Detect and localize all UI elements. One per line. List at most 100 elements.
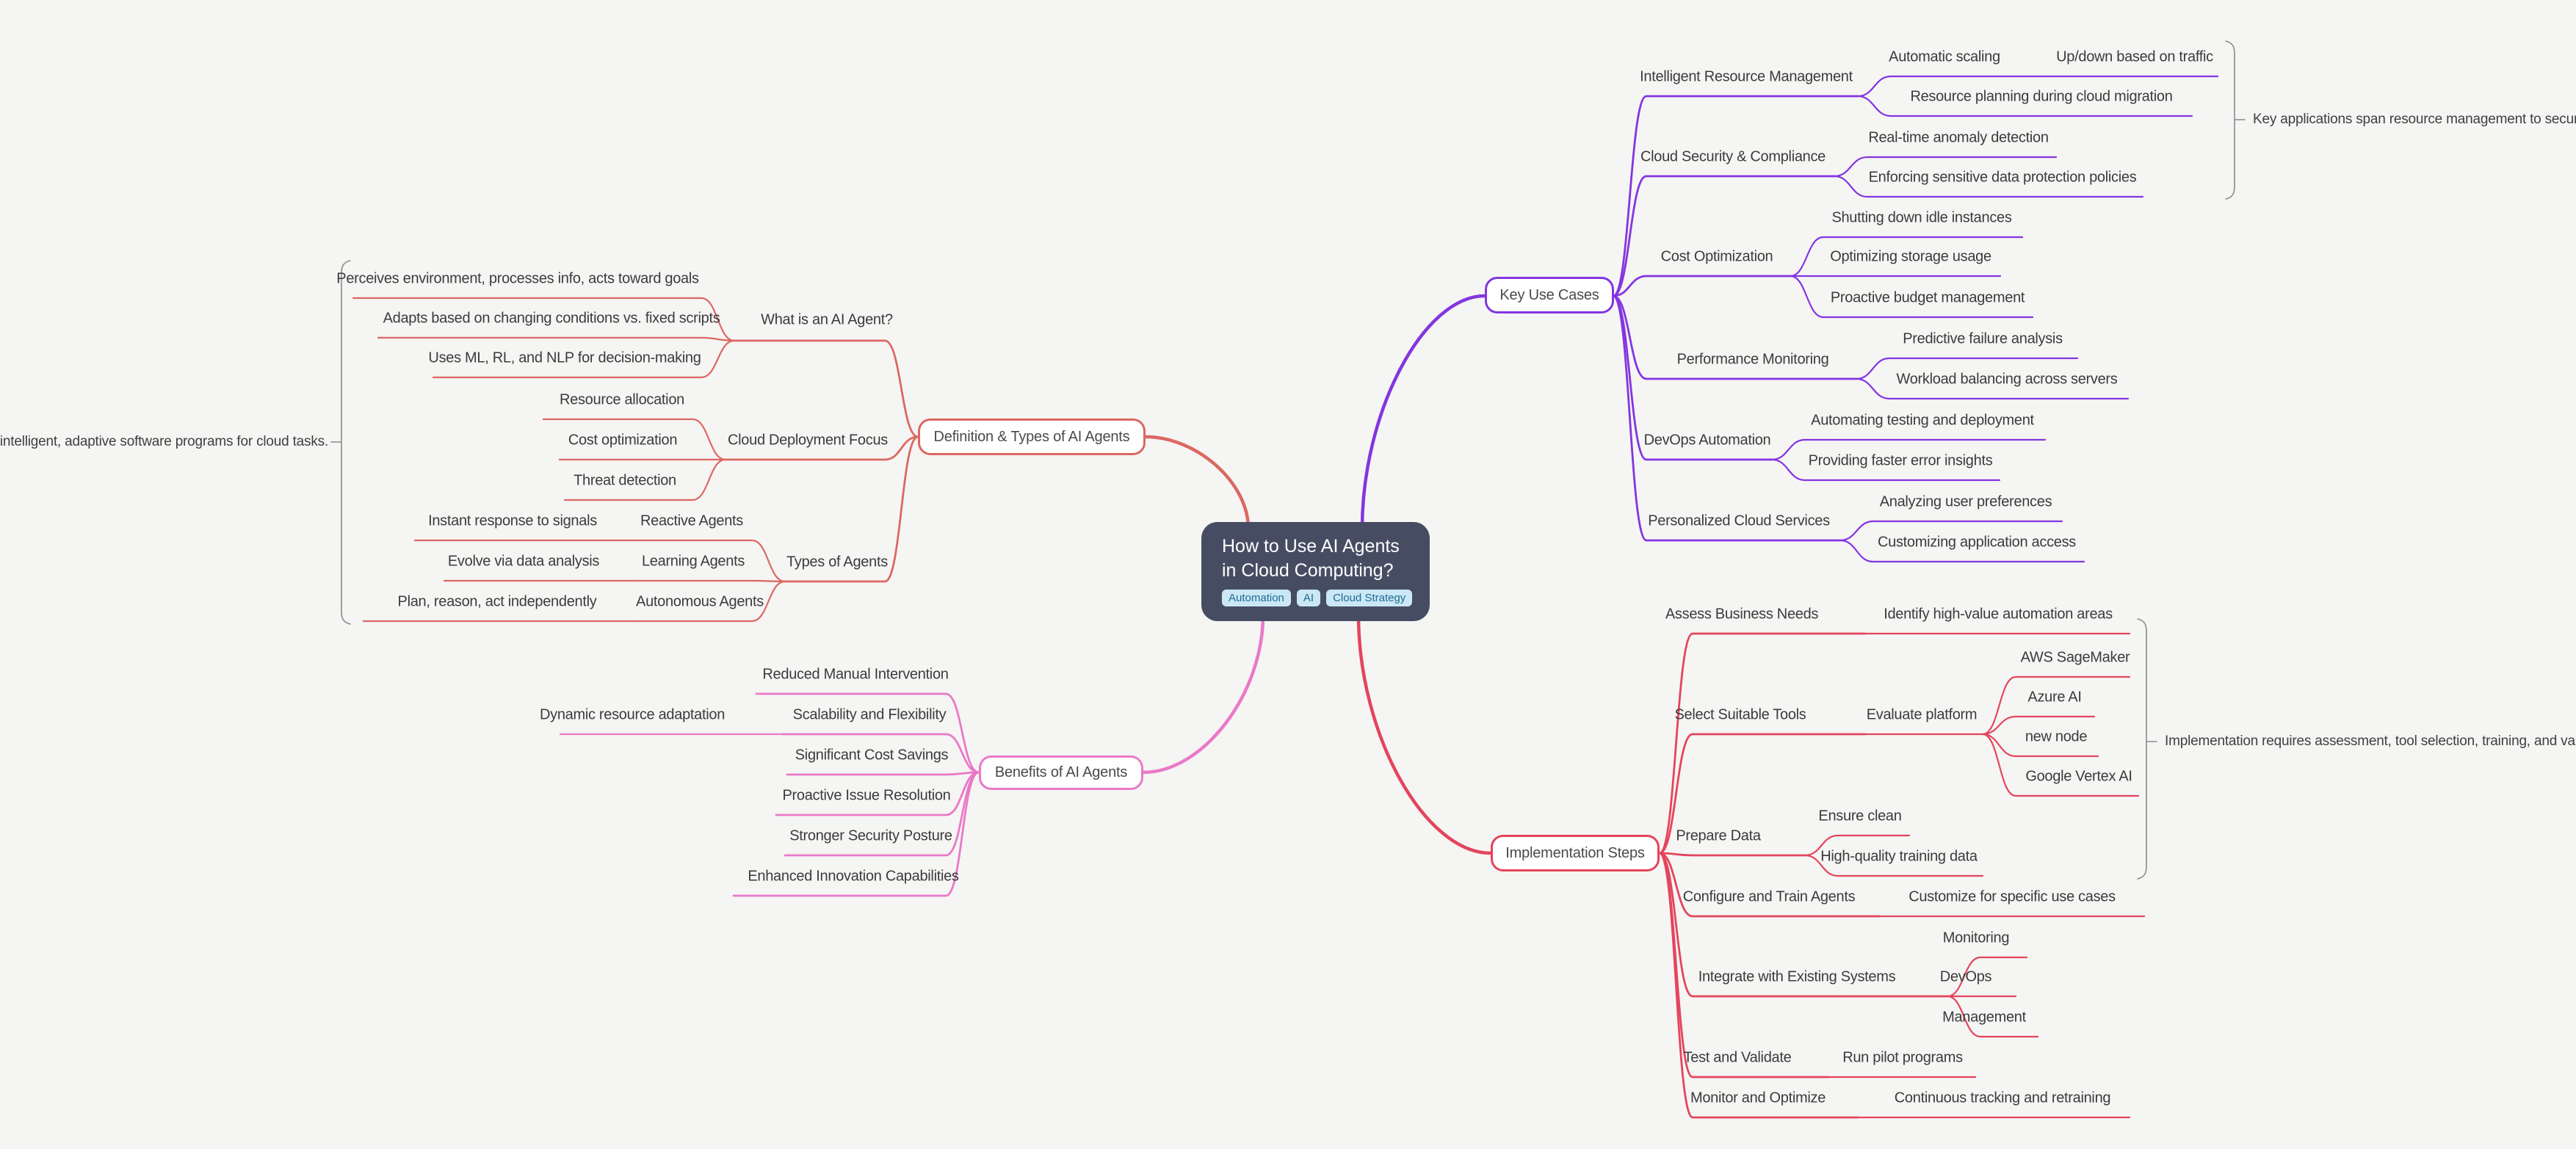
topic-tag[interactable]: AI <box>1296 590 1321 606</box>
mindmap-node-label[interactable]: Real-time anomaly detection <box>1868 129 2049 146</box>
mindmap-node-label[interactable]: Reduced Manual Intervention <box>762 666 949 683</box>
mindmap-node-label[interactable]: Test and Validate <box>1683 1049 1792 1066</box>
mindmap-node-label[interactable]: Automatic scaling <box>1889 48 2000 65</box>
mindmap-node-label[interactable]: Monitoring <box>1942 929 2010 946</box>
mindmap-node-label[interactable]: Identify high-value automation areas <box>1884 606 2113 623</box>
mindmap-branch-node-definition[interactable]: Definition & Types of AI Agents <box>918 418 1146 455</box>
mindmap-branch-node-benefits[interactable]: Benefits of AI Agents <box>979 755 1143 790</box>
mindmap-edge <box>1855 357 2079 380</box>
mindmap-node-label[interactable]: Plan, reason, act independently <box>397 593 597 610</box>
mindmap-node-label[interactable]: Prepare Data <box>1676 827 1761 844</box>
mindmap-node-label[interactable]: Cost optimization <box>568 432 678 449</box>
mindmap-node-label[interactable]: DevOps <box>1939 968 1992 985</box>
mindmap-edge <box>1789 275 2034 319</box>
mindmap-node-label[interactable]: Management <box>1942 1009 2026 1026</box>
mindmap-node-label[interactable]: Cost Optimization <box>1660 248 1773 265</box>
mindmap-node-label[interactable]: DevOps Automation <box>1643 432 1771 449</box>
mindmap-node-label[interactable]: Google Vertex AI <box>2025 768 2132 785</box>
mindmap-node-label[interactable]: Integrate with Existing Systems <box>1698 968 1896 985</box>
mindmap-node-label[interactable]: Uses ML, RL, and NLP for decision-making <box>428 349 701 366</box>
mindmap-node-label[interactable]: Perceives environment, processes info, a… <box>336 270 699 287</box>
mindmap-node-label[interactable]: Assess Business Needs <box>1665 606 1819 623</box>
branch-trunk-edge <box>1141 613 1265 775</box>
mindmap-node-label[interactable]: High-quality training data <box>1820 848 1978 865</box>
mindmap-node-label[interactable]: Azure AI <box>2027 689 2082 706</box>
mindmap-branch-node-use-cases[interactable]: Key Use Cases <box>1485 277 1614 313</box>
mindmap-edge <box>1612 294 1858 380</box>
mindmap-edge <box>1770 438 2047 461</box>
mindmap-node-label[interactable]: Configure and Train Agents <box>1682 888 1856 905</box>
mindmap-node-label[interactable]: Up/down based on traffic <box>2056 48 2213 65</box>
mindmap-node-label[interactable]: Proactive budget management <box>1830 289 2025 306</box>
mindmap-node-label[interactable]: Select Suitable Tools <box>1674 706 1806 723</box>
mindmap-node-label[interactable]: Shutting down idle instances <box>1831 209 2012 226</box>
mindmap-edge <box>733 339 919 438</box>
mindmap-node-label[interactable]: Monitor and Optimize <box>1690 1090 1826 1106</box>
mindmap-node-label[interactable]: Evolve via data analysis <box>447 553 600 570</box>
mindmap-edge <box>1803 854 1984 877</box>
mindmap-node-label[interactable]: Adapts based on changing conditions vs. … <box>383 310 720 327</box>
mindmap-node-label[interactable]: Resource allocation <box>560 391 684 408</box>
mindmap-branch-node-implementation[interactable]: Implementation Steps <box>1491 835 1660 871</box>
mindmap-node-label[interactable]: AWS SageMaker <box>2020 649 2130 666</box>
mindmap-node-label[interactable]: Dynamic resource adaptation <box>539 706 726 723</box>
mindmap-node-label[interactable]: Personalized Cloud Services <box>1648 512 1830 529</box>
mindmap-node-label[interactable]: Enhanced Innovation Capabilities <box>748 868 959 885</box>
implementation-summary-annotation[interactable]: Implementation requires assessment, tool… <box>2165 733 2576 749</box>
mindmap-node-label[interactable]: Autonomous Agents <box>636 593 764 610</box>
definition-summary-annotation[interactable]: nts are intelligent, adaptive software p… <box>0 434 328 449</box>
mindmap-node-label[interactable]: Intelligent Resource Management <box>1640 68 1853 85</box>
mindmap-node-label[interactable]: Analyzing user preferences <box>1879 493 2052 510</box>
mindmap-node-label[interactable]: Customizing application access <box>1877 534 2077 551</box>
mindmap-edge <box>724 435 919 461</box>
mindmap-node-label[interactable]: Learning Agents <box>641 553 745 570</box>
mindmap-node-label[interactable]: Proactive Issue Resolution <box>782 787 951 804</box>
summary-bracket <box>341 260 351 625</box>
mindmap-edge <box>1770 458 2001 482</box>
mindmap-edge <box>432 339 736 379</box>
mindmap-edge <box>1839 539 2085 563</box>
mindmap-edge <box>1946 995 2039 1038</box>
mindmap-node-label[interactable]: Automating testing and deployment <box>1811 412 2034 429</box>
mindmap-node-label[interactable]: Threat detection <box>574 472 676 489</box>
mindmap-node-label[interactable]: Customize for specific use cases <box>1909 888 2116 905</box>
mindmap-node-label[interactable]: Providing faster error insights <box>1808 452 1993 469</box>
mindmap-node-label[interactable]: Types of Agents <box>786 554 888 570</box>
mindmap-node-label[interactable]: Cloud Deployment Focus <box>728 432 888 449</box>
topic-tag[interactable]: Cloud Strategy <box>1326 590 1413 606</box>
mindmap-edge <box>1612 294 1842 542</box>
mindmap-node-label[interactable]: Reactive Agents <box>640 512 744 529</box>
central-topic-node[interactable]: How to Use AI Agents in Cloud Computing?… <box>1201 522 1430 621</box>
mindmap-node-label[interactable]: Enforcing sensitive data protection poli… <box>1868 169 2137 186</box>
mindmap-node-label[interactable]: Scalability and Flexibility <box>792 706 947 723</box>
mindmap-edge <box>1833 175 2144 198</box>
mindmap-node-label[interactable]: Optimizing storage usage <box>1830 248 1991 265</box>
mindmap-node-label[interactable]: Stronger Security Posture <box>789 827 952 844</box>
mindmap-edge <box>1981 733 2140 797</box>
mindmap-edge <box>630 539 786 583</box>
mindmap-node-label[interactable]: Continuous tracking and retraining <box>1894 1090 2111 1106</box>
mindmap-edge <box>542 418 727 461</box>
summary-bracket <box>2137 618 2147 880</box>
mindmap-node-label[interactable]: Resource planning during cloud migration <box>1910 88 2173 105</box>
mindmap-edge <box>781 733 980 774</box>
mindmap-node-label[interactable]: Predictive failure analysis <box>1903 330 2063 347</box>
mindmap-node-label[interactable]: Workload balancing across servers <box>1896 371 2118 388</box>
mindmap-node-label[interactable]: Run pilot programs <box>1842 1049 1963 1066</box>
mindmap-edge <box>1612 275 1792 297</box>
use-cases-summary-annotation[interactable]: Key applications span resource managemen… <box>2253 112 2576 127</box>
central-topic-title-line1: How to Use AI Agents <box>1222 536 1400 557</box>
mindmap-node-label[interactable]: What is an AI Agent? <box>761 311 893 328</box>
mindmap-edge <box>1833 156 2058 178</box>
mindmap-node-label[interactable]: new node <box>2025 728 2088 745</box>
mindmap-edge <box>1856 95 2193 117</box>
mindmap-node-label[interactable]: Performance Monitoring <box>1676 351 1829 368</box>
mindmap-edge <box>1612 95 1859 297</box>
mindmap-node-label[interactable]: Cloud Security & Compliance <box>1640 148 1826 165</box>
topic-tag[interactable]: Automation <box>1222 590 1291 606</box>
mindmap-node-label[interactable]: Evaluate platform <box>1866 706 1978 723</box>
mindmap-edge <box>732 771 980 897</box>
mindmap-node-label[interactable]: Instant response to signals <box>428 512 597 529</box>
mindmap-node-label[interactable]: Ensure clean <box>1818 808 1902 824</box>
mindmap-node-label[interactable]: Significant Cost Savings <box>795 747 949 764</box>
